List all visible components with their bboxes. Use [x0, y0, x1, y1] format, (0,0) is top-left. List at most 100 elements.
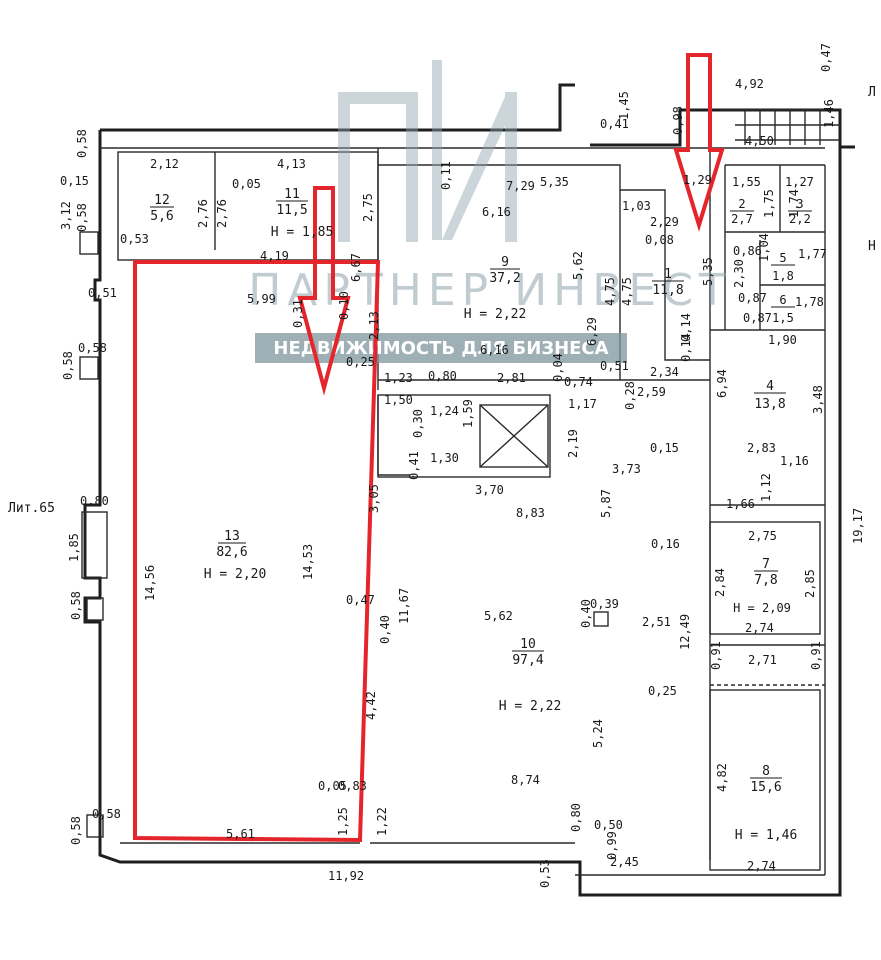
dimension-label: 0,10: [337, 291, 351, 320]
dimension-label: 0,40: [579, 599, 593, 628]
dimension-label: 3,12: [59, 201, 73, 230]
dimension-label: 5,62: [484, 609, 513, 623]
highlight-outline: [133, 260, 381, 843]
watermark-tagline: НЕДВИЖИМОСТЬ ДЛЯ БИЗНЕСА: [255, 333, 627, 363]
dimension-label: 4,19: [260, 249, 289, 263]
room-height: H = 1,46: [735, 828, 798, 843]
dimension-label: 0,47: [819, 43, 833, 72]
dimension-label: 1,59: [461, 399, 475, 428]
dimension-label: 0,39: [590, 597, 619, 611]
dimension-label: 14,53: [301, 544, 315, 580]
dimension-label: 2,84: [713, 568, 727, 597]
dimension-label: 0,83: [338, 779, 367, 793]
dimension-label: 1,78: [795, 295, 824, 309]
dimension-label: 0,53: [538, 859, 552, 888]
arrow-icon-right: [673, 53, 725, 232]
dimension-label: 0,14: [679, 333, 693, 362]
room-height: H = 1,85: [271, 225, 334, 240]
dimension-label: 0,41: [600, 117, 629, 131]
room-number: 8: [762, 764, 770, 779]
dimension-label: 5,99: [247, 292, 276, 306]
watermark-company-text: ПАРТНЕР ИНВЕСТ: [248, 265, 732, 316]
dimension-label: 1,17: [568, 397, 597, 411]
dimension-label: 1,45: [617, 91, 631, 120]
dimension-label: 1,04: [757, 233, 771, 262]
dimension-label: 0,41: [407, 451, 421, 480]
dimension-label: 4,13: [277, 157, 306, 171]
dimension-label: 4,50: [745, 134, 774, 148]
dimension-label: 0,58: [69, 591, 83, 620]
room-area: 7,8: [754, 573, 777, 588]
dimension-label: 0,91: [709, 641, 723, 670]
dimension-label: 2,51: [642, 615, 671, 629]
dimension-label: 0,91: [809, 641, 823, 670]
dimension-label: 5,35: [540, 175, 569, 189]
dimension-label: 1,22: [375, 807, 389, 836]
dimension-label: 0,87: [738, 291, 767, 305]
dimension-label: 1,46: [822, 99, 836, 128]
dimension-label: 4,82: [715, 763, 729, 792]
dimension-label: 12,49: [678, 614, 692, 650]
dimension-label: 0,58: [75, 129, 89, 158]
interior-walls: [79, 109, 840, 875]
dimension-label: 2,83: [747, 441, 776, 455]
dimension-label: 0,51: [88, 286, 117, 300]
room-area: 15,6: [750, 780, 781, 795]
dimension-label: 1,30: [430, 451, 459, 465]
dimension-label: 0,99: [605, 831, 619, 860]
edge-label-l: Л: [868, 85, 876, 100]
dimension-label: 0,86: [733, 244, 762, 258]
room-number: 3: [796, 197, 803, 211]
dimension-label: 0,15: [60, 174, 89, 188]
dimension-label: 0,87: [743, 311, 772, 325]
dimension-label: 3,05: [367, 484, 381, 513]
room-number: 10: [520, 637, 536, 652]
dimension-label: 5,24: [591, 719, 605, 748]
dimension-label: 2,76: [215, 199, 229, 228]
lit-label: Лит.65: [8, 501, 55, 516]
dimension-label: 2,81: [497, 371, 526, 385]
dimension-label: 0,40: [378, 615, 392, 644]
room-area: 2,2: [789, 212, 811, 226]
dimension-label: 0,30: [411, 409, 425, 438]
room-height: H = 2,20: [204, 567, 267, 582]
dimension-label: 1,29: [683, 173, 712, 187]
dimension-label: 0,74: [564, 375, 593, 389]
dimension-label: 1,90: [768, 333, 797, 347]
dimension-label: 0,58: [61, 351, 75, 380]
room-area: 1,5: [772, 311, 794, 325]
arrow-icon-left: [297, 186, 351, 396]
dimension-label: 5,87: [599, 489, 613, 518]
dimension-label: 1,66: [726, 497, 755, 511]
dimension-label: 11,67: [397, 588, 411, 624]
dimension-label: 6,16: [480, 343, 509, 357]
edge-label-n: Н: [868, 239, 876, 254]
dimension-label: 4,42: [364, 691, 378, 720]
dimension-label: 6,16: [482, 205, 511, 219]
dimension-label: 0,53: [120, 232, 149, 246]
dimension-label: 1,03: [622, 199, 651, 213]
dimension-label: 4,75: [620, 277, 634, 306]
dimension-label: 19,17: [851, 508, 865, 544]
dimension-label: 2,75: [361, 193, 375, 222]
dimension-label: 2,75: [748, 529, 777, 543]
dimension-label: 0,05: [318, 779, 347, 793]
dimension-label: 6,67: [349, 253, 363, 282]
dimension-label: 2,74: [747, 859, 776, 873]
dimension-label: 1,12: [759, 473, 773, 502]
room-area: 11,8: [652, 283, 683, 298]
room-number: 11: [284, 187, 300, 202]
dimension-label: 0,47: [346, 593, 375, 607]
room-number: 12: [154, 193, 170, 208]
room-height: H = 2,09: [733, 601, 791, 615]
dimension-label: 1,55: [732, 175, 761, 189]
dimension-label: 0,14: [679, 313, 693, 342]
dimension-label: 2,34: [650, 365, 679, 379]
room-area: 82,6: [216, 545, 247, 560]
dimension-label: 0,58: [78, 341, 107, 355]
dimension-label: 2,45: [610, 855, 639, 869]
dimension-label: 5,62: [571, 251, 585, 280]
room-area: 11,5: [276, 203, 307, 218]
dimension-label: 14,56: [143, 565, 157, 601]
